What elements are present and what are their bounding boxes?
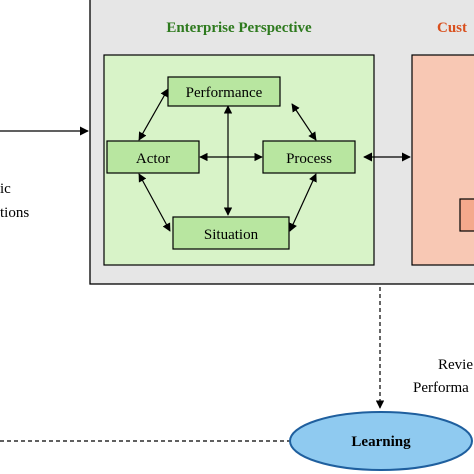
left-label-line2: tions [0,205,29,221]
node-situation-label: Situation [204,227,259,243]
arrow-performance-process [291,103,317,141]
left-label-line1: ic [0,181,11,197]
node-performance: Performance [167,76,281,107]
node-situation: Situation [172,216,290,250]
arrow-actor-performance [138,88,169,141]
customer-inner-box [459,198,474,232]
arrow-actor-situation [138,173,171,232]
node-performance-label: Performance [186,85,263,101]
right-label-line2: Performa [413,380,469,396]
learning-node: Learning [289,411,473,471]
arrow-process-situation [289,173,317,232]
node-process: Process [262,140,356,174]
node-actor: Actor [106,140,200,174]
customer-title: Cust [437,20,467,36]
right-label-line1: Revie [438,357,473,373]
node-actor-label: Actor [136,151,170,167]
enterprise-title: Enterprise Perspective [166,20,312,36]
customer-panel [411,54,474,266]
learning-label: Learning [351,434,411,450]
node-process-label: Process [286,151,332,167]
